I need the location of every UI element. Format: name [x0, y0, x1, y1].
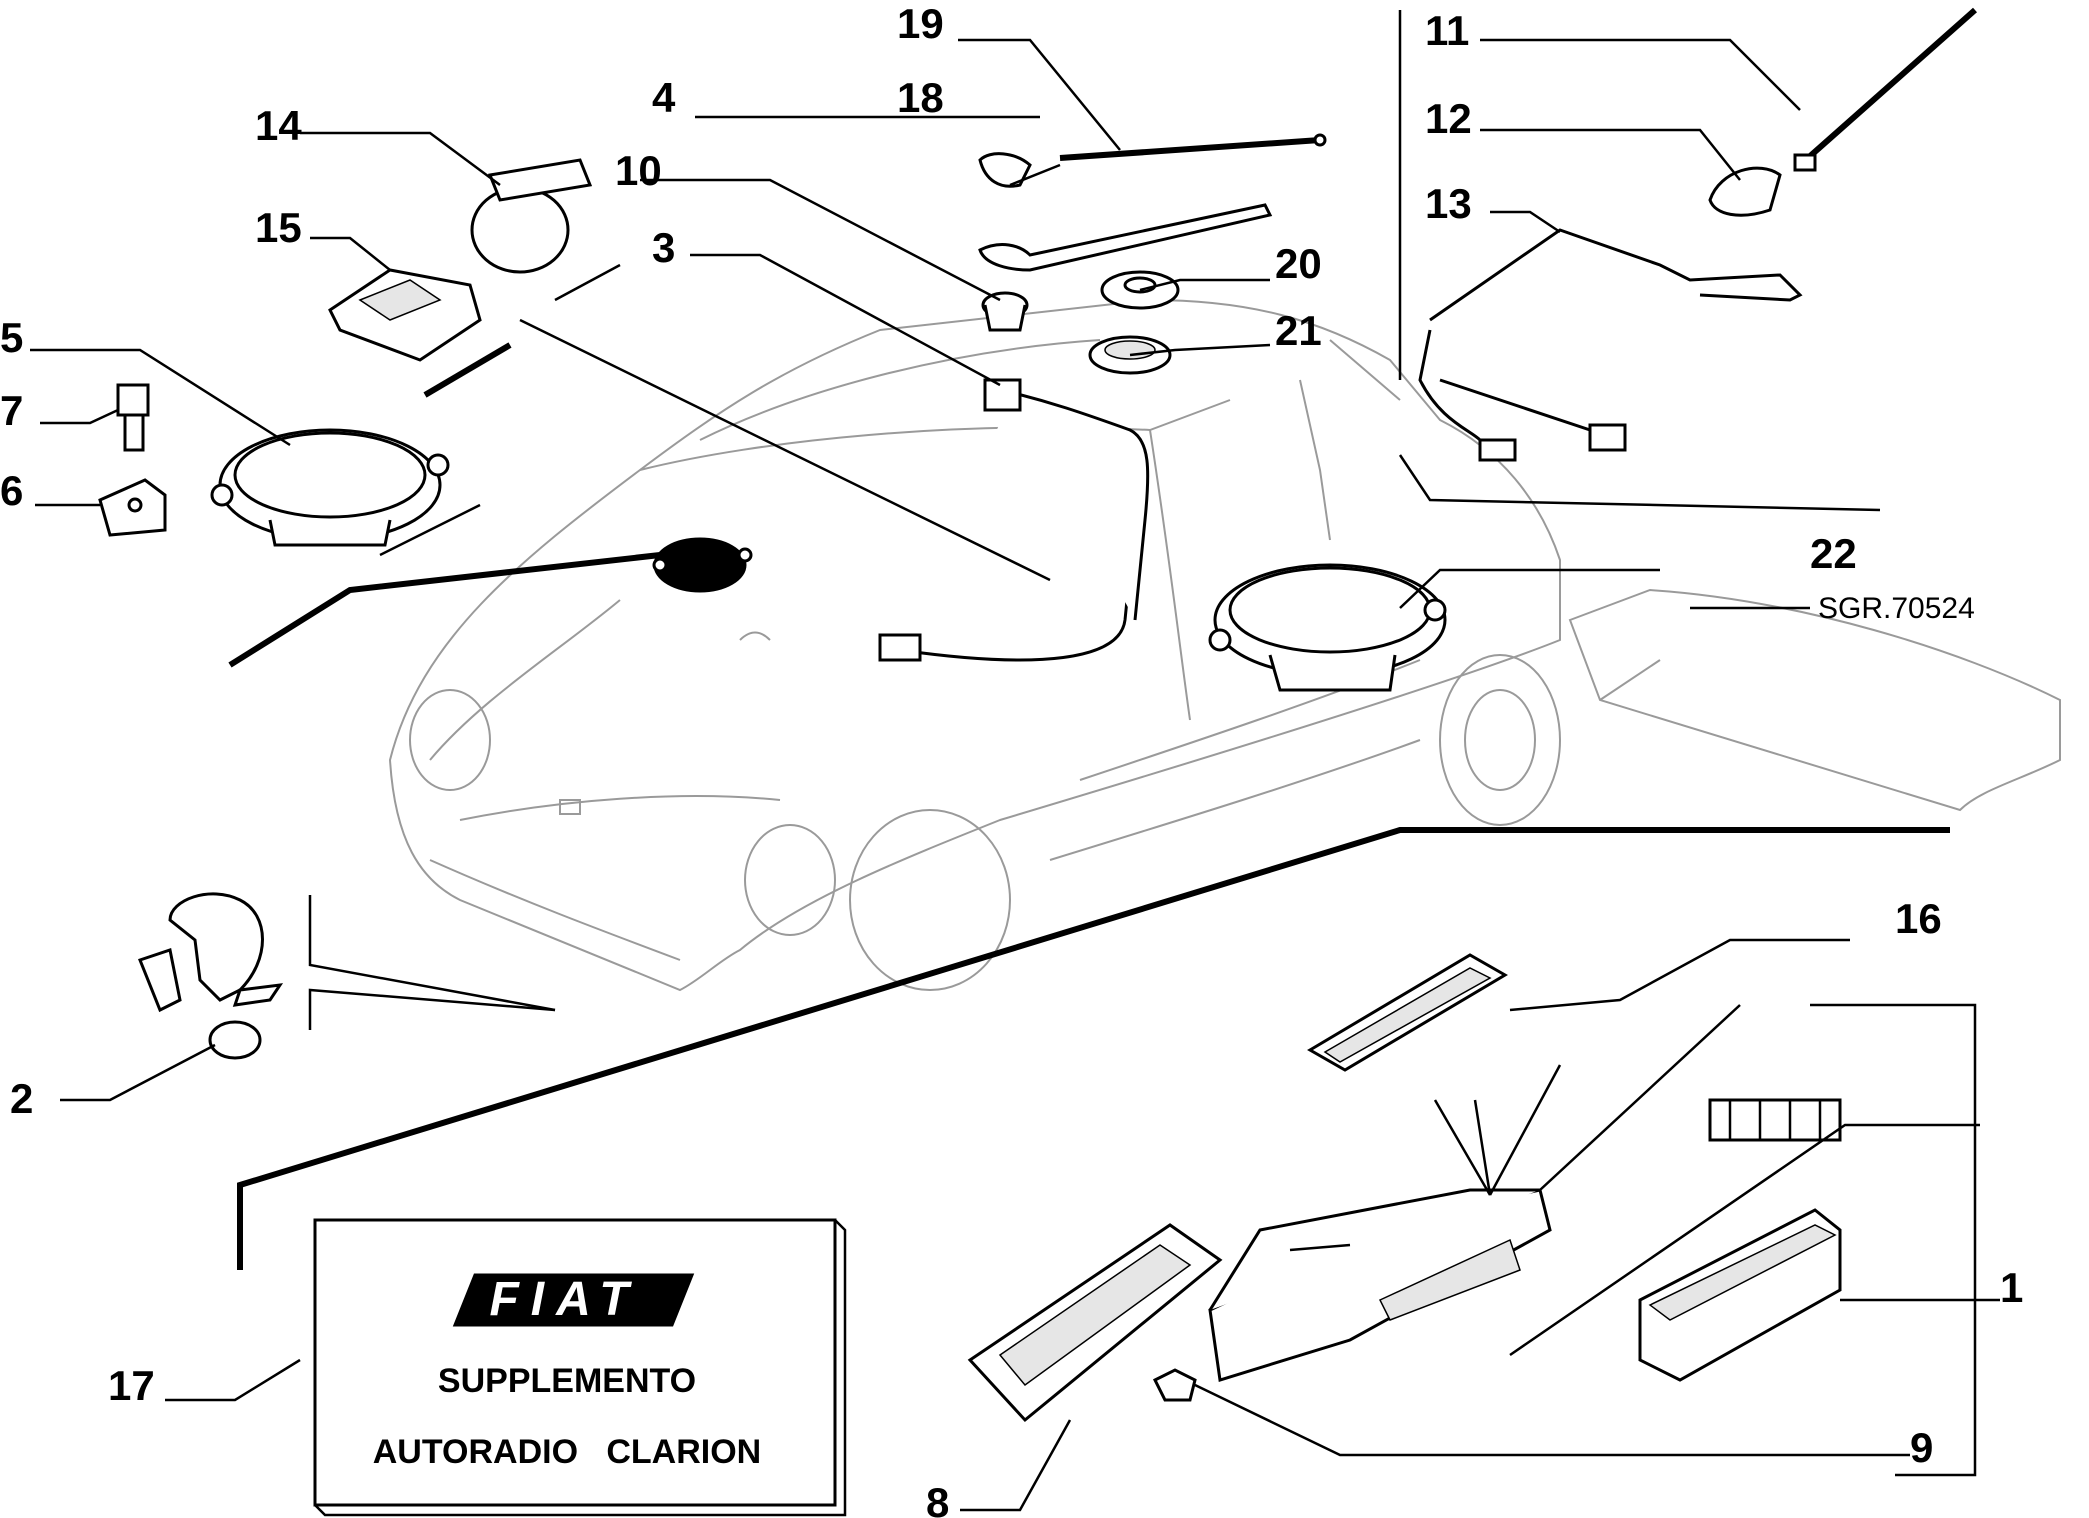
callout-22: 22	[1810, 530, 1857, 577]
callout-8: 8	[926, 1479, 949, 1518]
callout-3: 3	[652, 224, 675, 271]
callout-16: 16	[1895, 895, 1942, 942]
callout-15: 15	[255, 204, 302, 251]
fiat-logo-icon	[452, 1273, 695, 1327]
antenna-cable	[878, 378, 1150, 662]
callout-18: 18	[897, 74, 944, 121]
parcel-shelf	[1568, 588, 2061, 812]
callout-2: 2	[10, 1075, 33, 1122]
screw-7	[116, 383, 150, 452]
cable-clip-14	[470, 158, 593, 274]
trim-frame-16	[1307, 953, 1508, 1072]
grommet-10	[981, 291, 1029, 332]
callout-1: 1	[2000, 1264, 2023, 1311]
speaker-rear-22	[1208, 563, 1447, 692]
callout-10: 10	[615, 147, 662, 194]
callout-13: 13	[1425, 180, 1472, 227]
nut-clip-6	[98, 478, 167, 537]
cable-connector-top	[983, 378, 1022, 412]
callout-6: 6	[0, 467, 23, 514]
antenna-mast-19	[1059, 133, 1327, 161]
callout-19: 19	[897, 0, 944, 47]
speaker-front-5	[210, 428, 450, 547]
connector-9	[1152, 1368, 1197, 1402]
fixing-15	[328, 268, 482, 362]
callout-14: 14	[255, 102, 302, 149]
callout-17: 17	[108, 1362, 155, 1409]
antenna-cap-18	[978, 152, 1032, 188]
fascia-panel	[1708, 1098, 1842, 1142]
callout-5: 5	[0, 314, 23, 361]
callout-21: 21	[1275, 307, 1322, 354]
antenna-base	[978, 203, 1273, 272]
callout-20: 20	[1275, 240, 1322, 287]
callout-7: 7	[0, 387, 23, 434]
roof-antenna-mast	[1793, 7, 1977, 172]
radio-unit	[1208, 1188, 1552, 1382]
callout-9: 9	[1910, 1424, 1933, 1471]
manual-subtitle: AUTORADIO CLARION	[373, 1433, 761, 1471]
cable-plug	[878, 633, 922, 662]
callout-11: 11	[1425, 7, 1469, 54]
roof-antenna-cable	[1418, 228, 1803, 462]
mounting-cage-8	[967, 1223, 1223, 1423]
clip-2	[138, 892, 284, 1060]
manual-booklet: FIAT SUPPLEMENTO AUTORADIO CLARION	[313, 1218, 847, 1517]
separator-lines	[228, 10, 1950, 1270]
drawing-code: SGR.70524	[1818, 592, 1975, 625]
callouts: 1 2 3 4 5 6 7 8 9 10 11 12 13 14 15 16 1…	[0, 0, 2023, 1518]
callout-4: 4	[652, 74, 676, 121]
roof-antenna-base	[1708, 166, 1782, 217]
callout-12: 12	[1425, 95, 1472, 142]
manual-logo: FIAT	[489, 1273, 640, 1326]
tweeter	[652, 537, 753, 593]
radio-case	[1638, 1208, 1842, 1382]
leader-lines	[30, 38, 2000, 1512]
manual-title: SUPPLEMENTO	[438, 1362, 696, 1400]
